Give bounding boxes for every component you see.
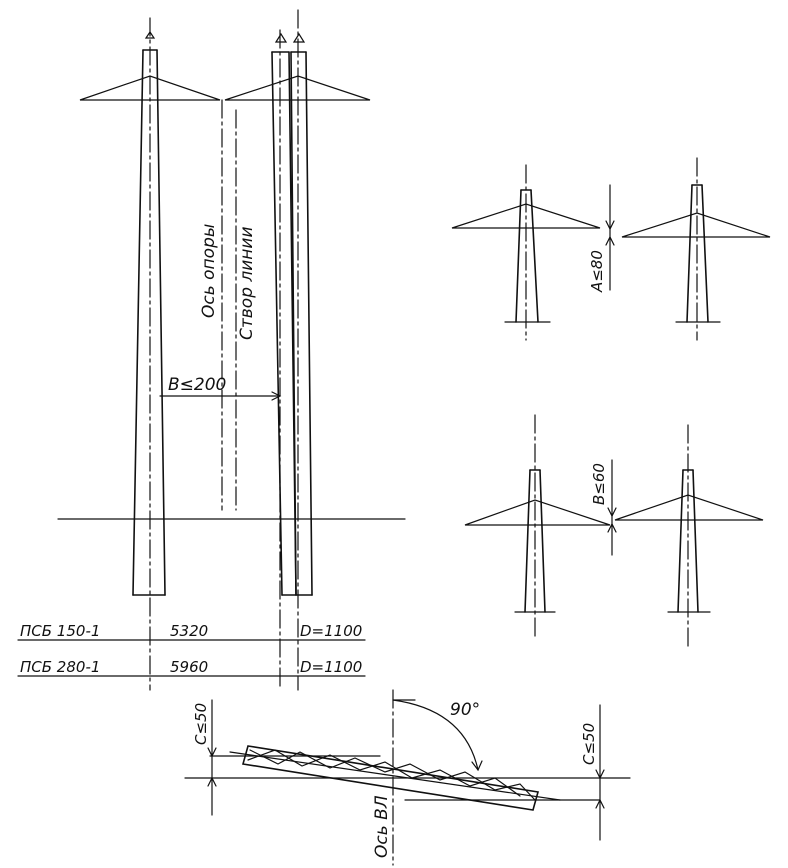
svg-text:D=1100: D=1100 xyxy=(300,658,362,676)
plan-view: 90° C≤50 C≤50 Ось ВЛ xyxy=(184,689,631,866)
table-row: ПСБ 280-1 5960 D=1100 xyxy=(20,658,362,676)
svg-text:D=1100: D=1100 xyxy=(300,622,362,640)
pole-axis-label: Ось опоры xyxy=(199,224,219,318)
svg-text:ПСБ 150-1: ПСБ 150-1 xyxy=(20,622,100,640)
dimension-b-main: B≤200 xyxy=(159,375,282,401)
pole-spec-table: ПСБ 150-1 5320 D=1100 ПСБ 280-1 5960 D=1… xyxy=(17,622,366,677)
dim-b-small-label: B≤60 xyxy=(590,463,608,505)
line-alignment-label: Створ линии xyxy=(237,226,257,340)
svg-text:ПСБ 280-1: ПСБ 280-1 xyxy=(20,658,100,676)
table-row: ПСБ 150-1 5320 D=1100 xyxy=(20,622,362,640)
dim-c-left-label: C≤50 xyxy=(192,703,210,745)
small-poles-lower: B≤60 xyxy=(464,414,764,651)
dim-b-main-label: B≤200 xyxy=(168,375,226,395)
main-pole-right xyxy=(224,9,371,691)
small-poles-upper: A≤80 xyxy=(451,157,771,341)
svg-text:5320: 5320 xyxy=(170,622,208,640)
dim-a-label: A≤80 xyxy=(588,250,606,293)
dim-c-right-label: C≤50 xyxy=(580,723,598,765)
alignment-lines: Ось опоры Створ линии xyxy=(199,99,257,511)
svg-text:5960: 5960 xyxy=(170,658,208,676)
axis-vl-label: Ось ВЛ xyxy=(372,795,392,858)
main-pole-left xyxy=(79,17,221,691)
angle-label: 90° xyxy=(450,700,480,720)
